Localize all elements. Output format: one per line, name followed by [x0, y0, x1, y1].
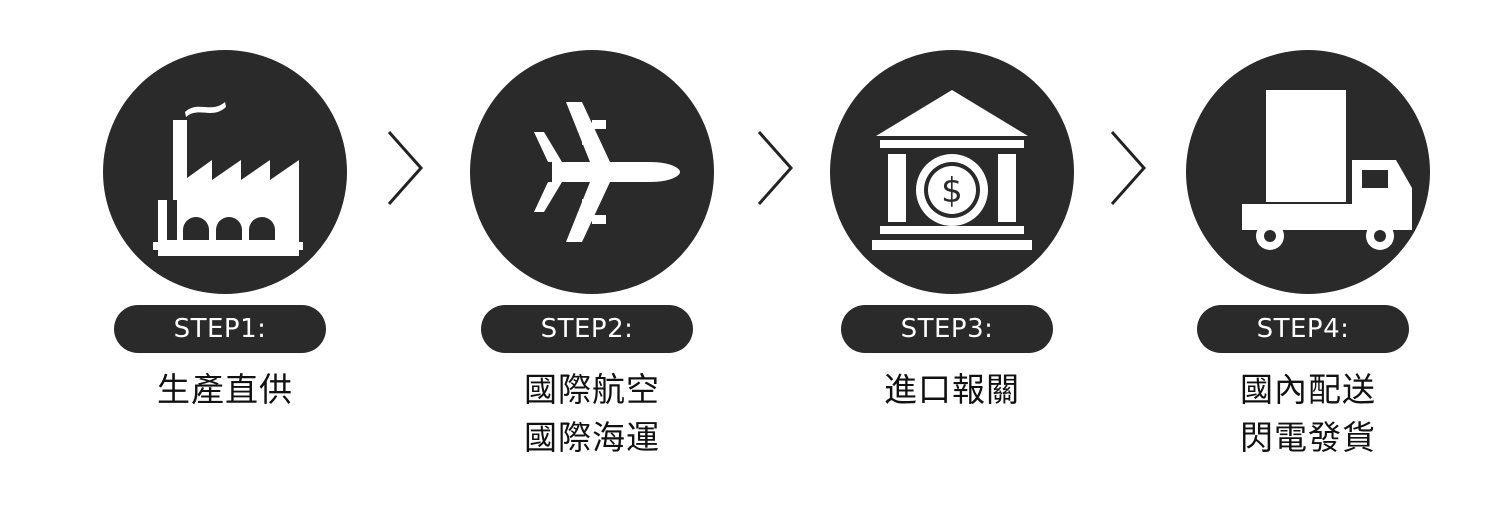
chevron-right-icon: [387, 131, 424, 205]
step-3-line-1: 進口報關: [884, 370, 1020, 409]
step-1: STEP1: 生產直供: [95, 0, 355, 528]
step-4-line-2: 閃電發貨: [1240, 418, 1376, 457]
step-1-description: 生產直供: [95, 366, 355, 414]
step-2-line-2: 國際海運: [524, 418, 660, 457]
step-4-badge: STEP4:: [1197, 305, 1409, 353]
truck-icon: [1242, 90, 1412, 250]
step-3: $ STEP3: 進口報關: [822, 0, 1082, 528]
step-3-badge: STEP3:: [841, 305, 1053, 353]
step-1-circle: [103, 50, 347, 294]
step-1-badge: STEP1:: [114, 305, 326, 353]
step-3-circle: $: [830, 50, 1074, 294]
step-3-description: 進口報關: [822, 366, 1082, 414]
step-2-line-1: 國際航空: [524, 370, 660, 409]
factory-icon: [153, 102, 303, 256]
step-2-circle: [470, 50, 714, 294]
step-4-line-1: 國內配送: [1240, 370, 1376, 409]
step-1-line-1: 生產直供: [157, 370, 293, 409]
step-2: STEP2: 國際航空 國際海運: [462, 0, 722, 528]
step-2-badge: STEP2:: [481, 305, 693, 353]
step-2-description: 國際航空 國際海運: [462, 366, 722, 462]
chevron-right-icon: [757, 131, 794, 205]
step-4-circle: [1186, 50, 1430, 294]
step-4-description: 國內配送 閃電發貨: [1178, 366, 1438, 462]
step-4: STEP4: 國內配送 閃電發貨: [1178, 0, 1438, 528]
svg-text:$: $: [941, 171, 963, 211]
chevron-right-icon: [1110, 131, 1147, 205]
airplane-icon: [534, 102, 680, 242]
bank-dollar-icon: $: [872, 90, 1032, 250]
